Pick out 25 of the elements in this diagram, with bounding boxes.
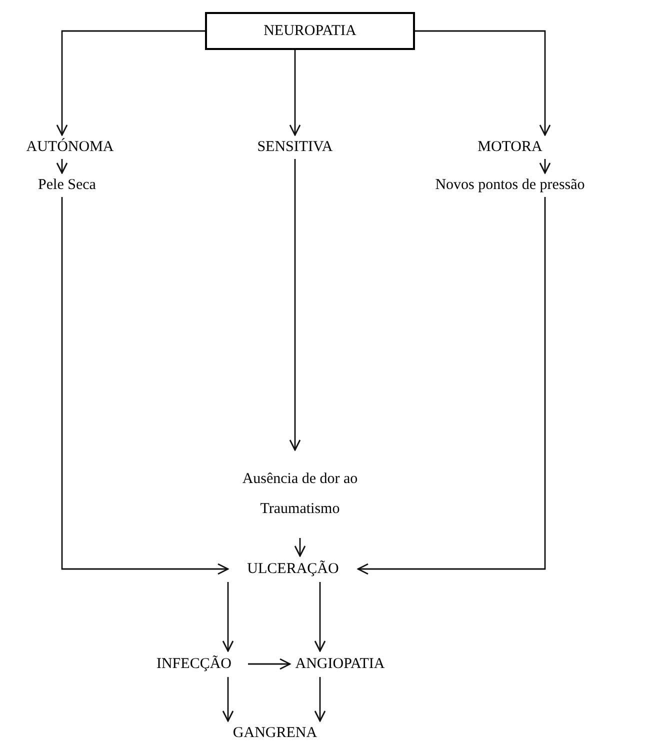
arrow: [56, 30, 205, 136]
arrow: [539, 159, 551, 174]
arrow: [56, 159, 68, 174]
node-label: MOTORA: [460, 135, 560, 159]
arrow: [294, 538, 306, 557]
arrow: [222, 677, 234, 722]
arrow: [289, 159, 301, 451]
arrow: [415, 30, 551, 136]
arrow: [248, 658, 291, 670]
arrow: [222, 582, 234, 652]
node-label: ULCERAÇÃO: [228, 556, 358, 582]
arrow: [314, 677, 326, 722]
node-label: INFECÇÃO: [140, 651, 248, 677]
node-label: SENSITIVA: [235, 135, 355, 159]
arrow: [61, 197, 229, 575]
process-box: NEUROPATIA: [205, 12, 415, 50]
node-label: Pele Seca: [22, 173, 112, 197]
node-label: GANGRENA: [225, 721, 325, 745]
node-label: Ausência de dor ao Traumatismo: [230, 450, 370, 538]
arrow: [314, 582, 326, 652]
arrow: [357, 197, 546, 575]
node-label: Novos pontos de pressão: [395, 173, 625, 197]
node-label: AUTÓNOMA: [10, 135, 130, 159]
arrow: [289, 50, 301, 136]
node-label: ANGIOPATIA: [290, 651, 390, 677]
